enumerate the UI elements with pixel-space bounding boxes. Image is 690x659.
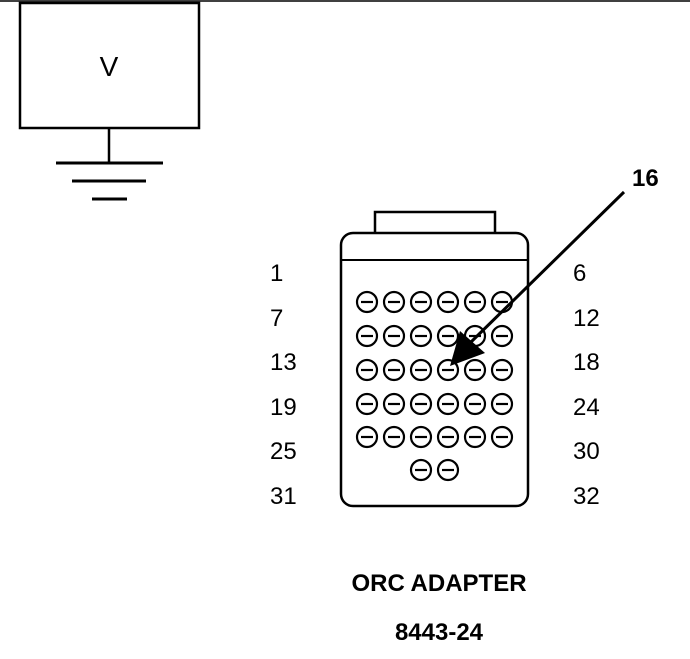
right-pin-label: 18 <box>573 349 600 376</box>
connector-pin-icon <box>490 324 514 348</box>
connector-latch <box>373 210 497 236</box>
left-pin-label: 19 <box>270 394 297 421</box>
connector-pin-icon <box>436 358 460 382</box>
connector-pin-icon <box>463 290 487 314</box>
left-pin-label: 31 <box>270 483 297 510</box>
connector-pin-icon <box>490 392 514 416</box>
connector-pin-icon <box>382 358 406 382</box>
right-pin-label: 12 <box>573 305 600 332</box>
connector-pin-icon <box>436 392 460 416</box>
adapter-part-number: 8443-24 <box>395 619 484 646</box>
callout-label: 16 <box>632 165 659 192</box>
connector-pin-icon <box>463 392 487 416</box>
left-pin-label: 13 <box>270 349 297 376</box>
connector-pin-icon <box>355 358 379 382</box>
orc-adapter-connector <box>339 210 530 508</box>
connector-pin-icon <box>409 458 433 482</box>
connector-pin-icon <box>463 425 487 449</box>
connector-pin-icon <box>355 392 379 416</box>
connector-pin-icon <box>409 324 433 348</box>
connector-pin-icon <box>382 425 406 449</box>
right-pin-label: 32 <box>573 483 600 510</box>
voltmeter-label: V <box>100 51 119 82</box>
connector-pin-icon <box>436 458 460 482</box>
connector-pin-icon <box>409 290 433 314</box>
right-pin-labels: 6 12 18 24 30 32 <box>573 260 600 510</box>
connector-pin-icon <box>490 358 514 382</box>
connector-pin-icon <box>355 290 379 314</box>
connector-pin-icon <box>382 324 406 348</box>
right-pin-label: 6 <box>573 260 586 287</box>
voltmeter: V <box>18 1 201 201</box>
connector-pin-icon <box>382 290 406 314</box>
right-pin-label: 30 <box>573 438 600 465</box>
left-pin-labels: 1 7 13 19 25 31 <box>270 260 297 510</box>
connector-pin-icon <box>355 425 379 449</box>
pin-grid <box>355 290 514 482</box>
connector-pin-icon <box>409 392 433 416</box>
callout-arrow-line <box>468 190 626 345</box>
adapter-title: ORC ADAPTER <box>351 570 526 597</box>
right-pin-label: 24 <box>573 394 600 421</box>
connector-pin-icon <box>436 425 460 449</box>
connector-pin-icon <box>436 290 460 314</box>
connector-pin-icon <box>382 392 406 416</box>
ground-symbol-icon <box>56 161 163 201</box>
arrow-head-icon <box>450 331 485 366</box>
connector-pin-icon <box>490 425 514 449</box>
connector-pin-icon <box>355 324 379 348</box>
connector-pin-icon <box>490 290 514 314</box>
left-pin-label: 7 <box>270 305 283 332</box>
connector-pin-icon <box>409 358 433 382</box>
left-pin-label: 1 <box>270 260 283 287</box>
left-pin-label: 25 <box>270 438 297 465</box>
connector-pin-icon <box>409 425 433 449</box>
connector-pin-icon <box>463 358 487 382</box>
pin-callout: 16 <box>450 165 659 366</box>
connector-pin-icon <box>436 324 460 348</box>
